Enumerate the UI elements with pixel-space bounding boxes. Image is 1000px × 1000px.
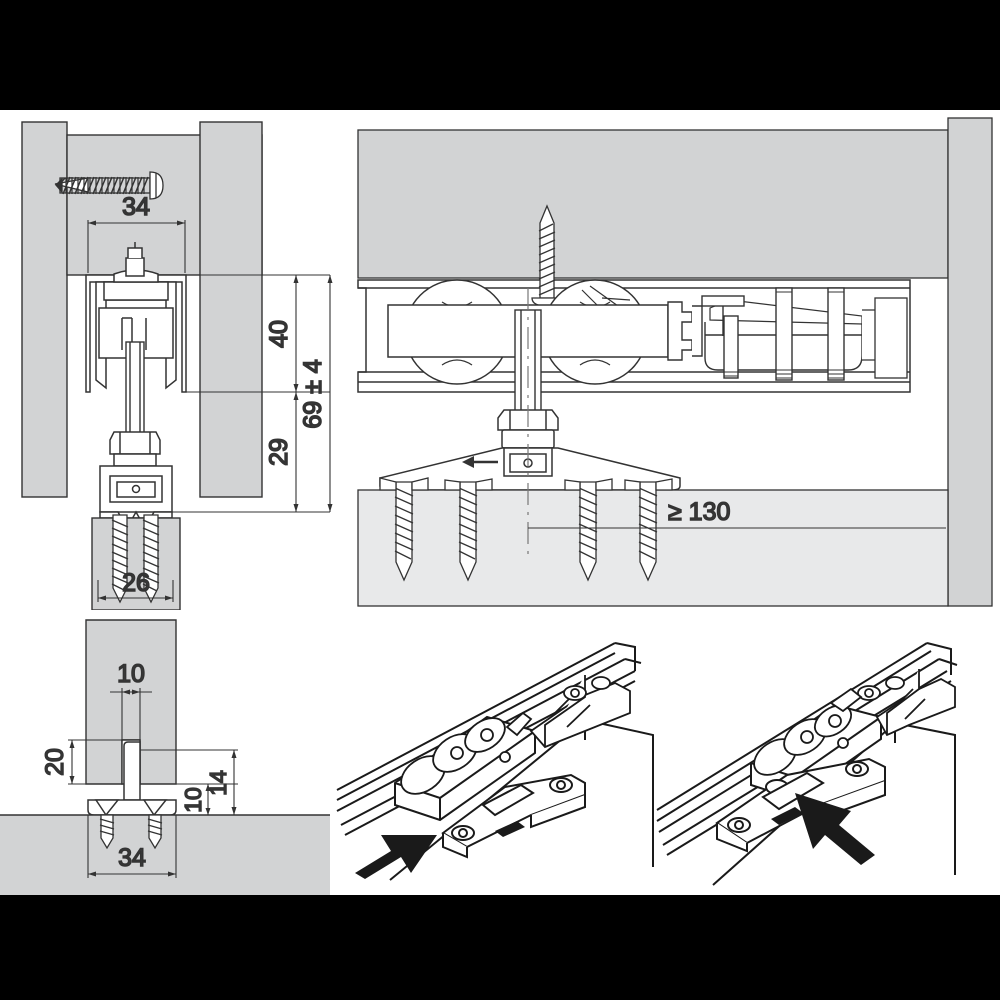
dimension-69 (327, 275, 333, 512)
direction-arrow (462, 456, 498, 468)
dimension-34 (87, 220, 186, 273)
wood-screw-vertical-left (111, 514, 129, 604)
screw-thread-hatch (57, 176, 149, 195)
dimension-29-label: 29 (265, 438, 293, 466)
track-rail (85, 274, 187, 393)
dimension-40 (293, 275, 299, 392)
dimension-20 (68, 739, 122, 785)
dimension-20-label: 20 (41, 748, 69, 776)
panel-bottom-center (336, 642, 654, 881)
dimension-29 (293, 392, 299, 512)
ceiling-panel (357, 129, 949, 279)
panel-bottom-right (656, 642, 958, 886)
dimension-14-label: 14 (205, 770, 231, 796)
soft-close-damper (829, 669, 956, 749)
insert-arrow (355, 835, 437, 879)
dimension-extension-right (140, 749, 238, 816)
countersunk-screw-left (99, 814, 115, 850)
dimension-10-height (205, 784, 211, 815)
dimension-14 (231, 750, 237, 815)
countersunk-screw-right (147, 814, 163, 850)
dimension-10-height-label: 10 (180, 787, 206, 813)
dimension-34-label: 34 (122, 193, 150, 221)
soft-close-damper (701, 287, 908, 381)
dimension-34-bottom-label: 34 (118, 844, 146, 872)
structural-column (199, 121, 263, 498)
dimension-extension-lines (172, 274, 330, 513)
suspension-bolt (514, 309, 542, 419)
soft-close-damper (499, 675, 631, 763)
dimension-10-width (110, 688, 152, 742)
dimension-40-label: 40 (265, 320, 293, 348)
wall-panel-right (947, 117, 993, 607)
floor-surface (0, 815, 330, 895)
engage-arrow (795, 793, 875, 865)
carriage-coupler (667, 301, 703, 361)
panel-bottom-left: 10 20 14 (0, 619, 330, 895)
carriage-top-pin (125, 242, 145, 277)
adjustment-nut (109, 431, 161, 467)
dimension-130-label: ≥ 130 (668, 498, 730, 526)
dimension-26 (97, 580, 174, 602)
dimension-26-label: 26 (122, 569, 150, 597)
dimension-34-bottom (87, 815, 177, 878)
wood-screws-4 (379, 477, 673, 582)
panel-top-left: 34 (21, 121, 333, 610)
dimension-69-label: 69 ± 4 (299, 359, 327, 428)
door-panel (91, 517, 181, 610)
drawing-page: 34 (0, 110, 1000, 895)
suspension-bolt (125, 341, 145, 443)
roller-wheels (400, 717, 506, 795)
wood-screw-vertical-right (142, 514, 160, 604)
panel-top-right: ≥ 130 (357, 117, 993, 607)
roller-wheels (753, 704, 853, 776)
dimension-10-width-label: 10 (117, 660, 145, 688)
mounting-plate (441, 773, 586, 859)
